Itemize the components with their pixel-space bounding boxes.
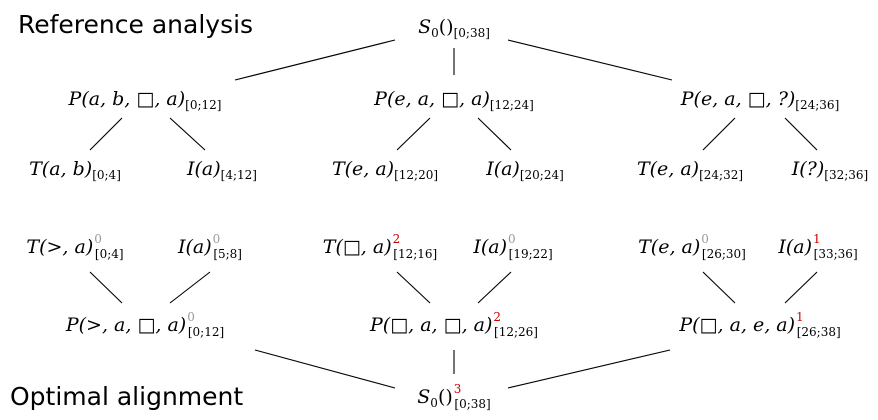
align-p-node-1: P(>, a, □, a)0[0;12] — [65, 310, 225, 339]
ref-p-node-3: P(e, a, □, ?)[24;36] — [680, 88, 840, 112]
ref-i-node-2: I(a)[20;24] — [486, 158, 564, 182]
edge-root-p3 — [507, 39, 673, 81]
align-i-node-1: I(a)0[5;8] — [178, 232, 242, 261]
edge-p2-i2 — [477, 117, 512, 151]
ref-i-node-1: I(a)[4;12] — [187, 158, 257, 182]
ref-p-node-1: P(a, b, □, a)[0;12] — [68, 88, 222, 112]
edge-p2-t2 — [396, 117, 431, 151]
edge-t2a-p2a — [396, 271, 431, 304]
edge-p1a-root — [254, 349, 396, 389]
ref-root-node: S0()[0;38] — [418, 16, 490, 40]
edge-p3-i3 — [784, 117, 818, 151]
align-t-node-1: T(>, a)0[0;4] — [26, 232, 124, 261]
align-t-node-2: T(□, a)2[12;16] — [322, 232, 438, 261]
edge-p3-t3 — [702, 117, 736, 151]
align-root-node: S0()3[0;38] — [417, 382, 491, 411]
edge-t3a-p3a — [702, 271, 736, 304]
align-i-node-3: I(a)1[33;36] — [778, 232, 858, 261]
ref-t-node-3: T(e, a)[24;32] — [636, 158, 744, 182]
align-p-node-2: P(□, a, □, a)2[12;26] — [370, 310, 538, 339]
ref-i-node-3: I(?)[32;36] — [791, 158, 869, 182]
optimal-alignment-caption: Optimal alignment — [10, 382, 244, 411]
edge-i3a-p3a — [784, 271, 818, 304]
align-i-node-2: I(a)0[19;22] — [473, 232, 553, 261]
ref-t-node-2: T(e, a)[12;20] — [331, 158, 439, 182]
edge-p1-t1 — [89, 117, 123, 151]
reference-analysis-caption: Reference analysis — [18, 10, 254, 39]
edge-i1a-p1a — [169, 271, 211, 304]
edge-p1-i1 — [169, 117, 206, 151]
ref-t-node-1: T(a, b)[0;4] — [29, 158, 121, 182]
align-p-node-3: P(□, a, e, a)1[26;38] — [679, 310, 841, 339]
edge-p3a-root — [507, 349, 671, 389]
align-t-node-3: T(e, a)0[26;30] — [638, 232, 746, 261]
ref-p-node-2: P(e, a, □, a)[12;24] — [374, 88, 534, 112]
edge-root-p1 — [234, 39, 396, 81]
edge-i2a-p2a — [477, 271, 512, 304]
edge-t1a-p1a — [89, 271, 123, 304]
